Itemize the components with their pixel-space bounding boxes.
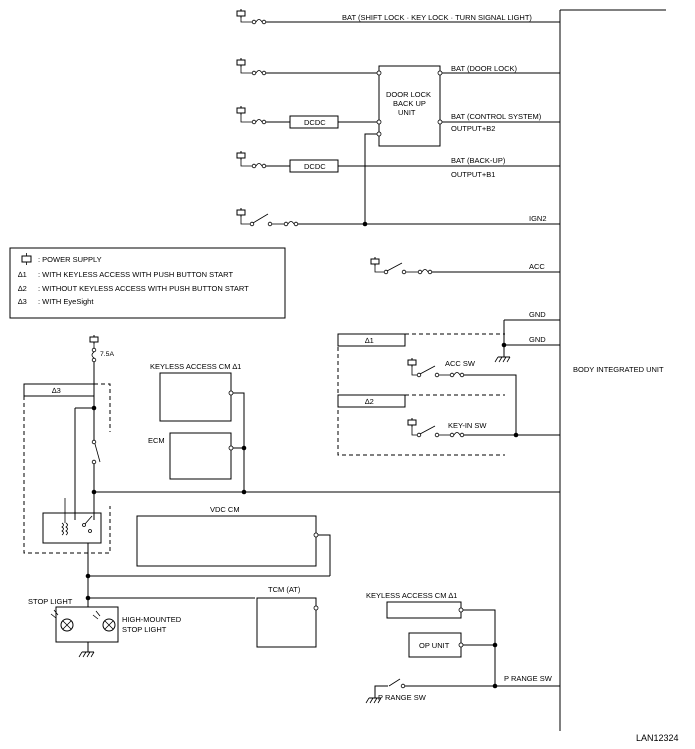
legend-note2-mark: ∆2 <box>18 284 27 293</box>
bat-control-label: BAT (CONTROL SYSTEM) <box>451 112 542 121</box>
tag-note3: ∆3 <box>52 386 61 395</box>
legend-note3-mark: ∆3 <box>18 297 27 306</box>
output-b2-label: OUTPUT+B2 <box>451 124 495 133</box>
gnd1-label: GND <box>529 310 546 319</box>
legend: : POWER SUPPLY ∆1 : WITH KEYLESS ACCESS … <box>9 247 286 319</box>
ign2-label: IGN2 <box>529 214 547 223</box>
stop-light-relay <box>42 498 102 607</box>
legend-note1-mark: ∆1 <box>18 270 27 279</box>
vdc-cm-module: VDC CM <box>136 505 331 576</box>
legend-power-supply: : POWER SUPPLY <box>38 255 102 264</box>
ign2-line: IGN2 <box>236 207 560 227</box>
p-range-sw-signal-label: P RANGE SW <box>504 674 553 683</box>
ecm-label: ECM <box>148 436 165 445</box>
body-integrated-unit-label: BODY INTEGRATED UNIT <box>573 365 664 374</box>
door-lock-unit-line1: DOOR LOCK <box>386 90 431 99</box>
figure-code: LAN12324 <box>636 733 679 743</box>
door-lock-unit-line2: BACK UP <box>393 99 426 108</box>
keyless-cm-bottom-box <box>386 601 462 619</box>
body-integrated-unit: BODY INTEGRATED UNIT <box>559 9 666 731</box>
acc-switch: ACC SW <box>407 357 517 435</box>
stop-light-lamps: STOP LIGHT HIGH-MOUNTED STOP LIGHT <box>28 597 182 658</box>
op-unit-label: OP UNIT <box>419 641 450 650</box>
eyesight-option-region: ∆3 <box>23 383 111 554</box>
keyless-cm-bottom-label: KEYLESS ACCESS CM ∆1 <box>366 591 457 600</box>
fuse-rating: 7.5A <box>100 351 114 358</box>
gnd2-label: GND <box>529 335 546 344</box>
dcdc-feed-upper: DCDC <box>236 105 377 129</box>
acc-label: ACC <box>529 262 545 271</box>
output-b1-label: OUTPUT+B1 <box>451 170 495 179</box>
door-lock-backup-unit: DOOR LOCK BACK UP UNIT BAT (DOOR LOCK) B… <box>364 64 560 224</box>
legend-note2: : WITHOUT KEYLESS ACCESS WITH PUSH BUTTO… <box>38 284 249 293</box>
dcdc-feed-lower: DCDC BAT (BACK-UP) OUTPUT+B1 <box>236 150 560 179</box>
stop-light-switch-circuit <box>74 362 560 513</box>
keyless-option-region: ∆1 ∆2 <box>337 333 505 456</box>
stop-light-label: STOP LIGHT <box>28 597 73 606</box>
legend-note1: : WITH KEYLESS ACCESS WITH PUSH BUTTON S… <box>38 270 233 279</box>
fuse-7-5a: 7.5A <box>89 334 114 363</box>
p-range-circuit: KEYLESS ACCESS CM ∆1 OP UNIT P RANGE SW … <box>365 591 560 704</box>
ecm-module: ECM <box>148 432 247 480</box>
tag-note2: ∆2 <box>365 397 374 406</box>
acc-sw-label: ACC SW <box>445 359 476 368</box>
dcdc-label-lower: DCDC <box>304 162 326 171</box>
bat-backup-label: BAT (BACK-UP) <box>451 156 506 165</box>
keyin-switch: KEY-IN SW <box>407 417 560 438</box>
op-unit-box <box>408 632 462 658</box>
dcdc-label-upper: DCDC <box>304 118 326 127</box>
door-lock-unit-line3: UNIT <box>398 108 416 117</box>
gnd-lines: GND GND <box>494 310 560 363</box>
tcm-module: TCM (AT) <box>256 585 319 648</box>
high-mounted-label-2: STOP LIGHT <box>122 625 167 634</box>
keyless-cm-top-label: KEYLESS ACCESS CM ∆1 <box>150 362 241 371</box>
bat-shift-lock-label: BAT (SHIFT LOCK · KEY LOCK · TURN SIGNAL… <box>342 13 532 22</box>
bat-door-lock-label: BAT (DOOR LOCK) <box>451 64 517 73</box>
legend-note3: : WITH EyeSight <box>38 297 94 306</box>
vdc-cm-label: VDC CM <box>210 505 240 514</box>
high-mounted-label-1: HIGH-MOUNTED <box>122 615 182 624</box>
tcm-label: TCM (AT) <box>268 585 301 594</box>
bat-door-lock-feed <box>236 57 377 76</box>
acc-line: ACC <box>370 256 560 275</box>
bat-shift-lock-line: BAT (SHIFT LOCK · KEY LOCK · TURN SIGNAL… <box>236 8 560 25</box>
keyless-access-cm-top: KEYLESS ACCESS CM ∆1 <box>150 362 247 495</box>
tag-note1-top: ∆1 <box>365 336 374 345</box>
p-range-sw-switch-label: P RANGE SW <box>378 693 427 702</box>
keyin-sw-label: KEY-IN SW <box>448 421 487 430</box>
